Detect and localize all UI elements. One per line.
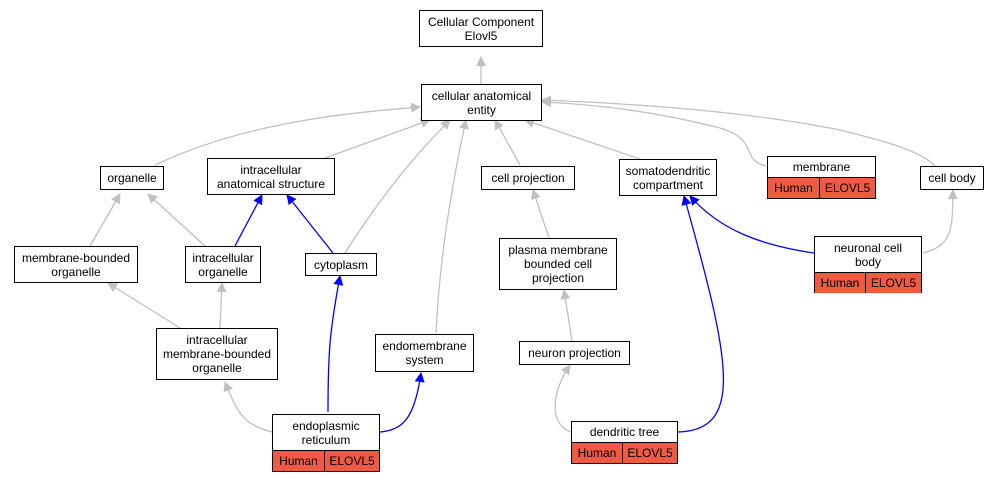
- node-cell-body[interactable]: cell body: [920, 166, 984, 190]
- edge-er-to-endo: [379, 372, 425, 433]
- gene-tag[interactable]: ELOVL5: [623, 443, 677, 463]
- node-intracellular-membrane-bounded-organelle[interactable]: intracellular membrane-bounded organelle: [156, 328, 278, 380]
- edge-ncb-to-soma: [689, 195, 815, 254]
- edge-endo-to-cae: [435, 119, 469, 334]
- edge-imbo-to-mbo: [107, 282, 181, 329]
- edge-er-to-imbo: [223, 381, 273, 433]
- node-cellular-component[interactable]: Cellular Component Elovl5: [419, 10, 543, 47]
- edge-organelle-to-cae: [154, 102, 421, 166]
- node-endomembrane-system[interactable]: endomembrane system: [375, 334, 474, 372]
- edge-er-to-cyto: [327, 275, 344, 413]
- node-neuronal-cell-body[interactable]: neuronal cell body Human ELOVL5: [814, 236, 922, 293]
- edge-cyto-to-cae: [344, 119, 451, 254]
- node-somatodendritic-compartment[interactable]: somatodendritic compartment: [619, 159, 717, 196]
- edge-ias-to-cae: [324, 118, 431, 159]
- node-title: neuronal cell body: [815, 237, 921, 273]
- node-title: endoplasmic reticulum: [273, 415, 379, 451]
- node-title: membrane: [768, 157, 875, 178]
- edge-neuproj-to-pmbcp: [560, 289, 573, 342]
- gene-tag[interactable]: ELOVL5: [866, 273, 921, 293]
- node-plasma-membrane-bounded-cell-projection[interactable]: plasma membrane bounded cell projection: [499, 238, 617, 290]
- annotation-tags: Human ELOVL5: [768, 178, 875, 198]
- edge-dtree-to-soma: [677, 195, 725, 433]
- node-endoplasmic-reticulum[interactable]: endoplasmic reticulum Human ELOVL5: [272, 414, 380, 472]
- edge-dtree-to-neuproj: [554, 364, 572, 433]
- edge-soma-to-cae: [524, 118, 641, 160]
- node-cytoplasm[interactable]: cytoplasm: [305, 253, 377, 276]
- edge-io-to-organelle: [147, 193, 206, 247]
- node-organelle[interactable]: organelle: [100, 166, 164, 190]
- annotation-tags: Human ELOVL5: [273, 451, 379, 471]
- node-intracellular-anatomical-structure[interactable]: intracellular anatomical structure: [207, 158, 335, 195]
- edge-cellbody-to-cae: [541, 95, 936, 167]
- annotation-tags: Human ELOVL5: [815, 273, 921, 293]
- edge-cyto-to-ias: [286, 194, 334, 254]
- node-intracellular-organelle[interactable]: intracellular organelle: [185, 246, 261, 283]
- node-membrane[interactable]: membrane Human ELOVL5: [767, 156, 876, 199]
- gene-tag[interactable]: ELOVL5: [325, 451, 379, 471]
- edge-pmbcp-to-cellproj: [531, 189, 550, 239]
- node-title: dendritic tree: [572, 422, 677, 443]
- edge-cellproj-to-cae: [494, 119, 521, 166]
- gene-tag[interactable]: ELOVL5: [820, 178, 875, 198]
- node-cell-projection[interactable]: cell projection: [481, 166, 575, 190]
- node-neuron-projection[interactable]: neuron projection: [519, 341, 630, 365]
- node-cellular-anatomical-entity[interactable]: cellular anatomical entity: [421, 84, 542, 121]
- node-dendritic-tree[interactable]: dendritic tree Human ELOVL5: [571, 421, 678, 464]
- node-membrane-bounded-organelle[interactable]: membrane-bounded organelle: [14, 246, 138, 283]
- species-tag[interactable]: Human: [273, 451, 325, 471]
- annotation-tags: Human ELOVL5: [572, 443, 677, 463]
- edge-mbo-to-organelle: [89, 193, 121, 247]
- species-tag[interactable]: Human: [815, 273, 866, 293]
- edge-imbo-to-io: [216, 282, 227, 329]
- edge-io-to-ias: [234, 194, 263, 247]
- edge-ncb-to-cellbody: [922, 189, 958, 254]
- species-tag[interactable]: Human: [572, 443, 623, 463]
- edge-membrane-to-cae: [541, 97, 767, 167]
- species-tag[interactable]: Human: [768, 178, 820, 198]
